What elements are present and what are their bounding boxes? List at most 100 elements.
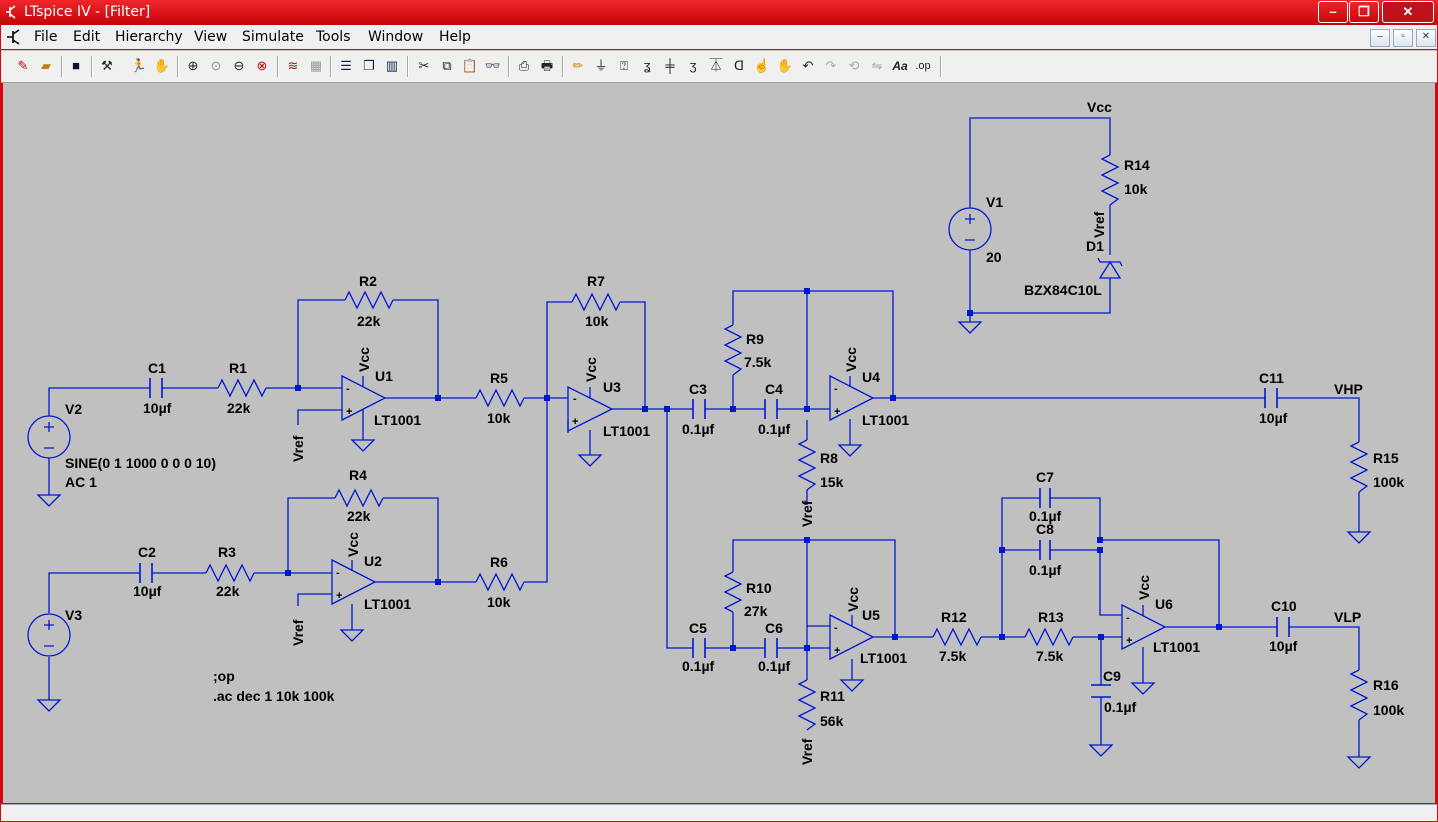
capacitor-c10 <box>1276 617 1290 637</box>
label-vref-u2: Vref <box>290 619 306 646</box>
label-u5: U5 <box>862 607 880 623</box>
resistor-r15 <box>1349 441 1369 493</box>
zoom-fit-icon[interactable]: ⊗ <box>256 58 268 73</box>
hammer-icon[interactable]: ⚒ <box>101 58 113 73</box>
maximize-button[interactable]: ❐ <box>1349 1 1379 23</box>
label-d1-val: BZX84C10L <box>1024 282 1102 298</box>
ltspice-app-icon <box>6 5 16 19</box>
save-icon[interactable]: ■ <box>72 58 80 73</box>
label-c9-val: 0.1µf <box>1104 699 1137 715</box>
zoom-out-icon[interactable]: ⊖ <box>233 58 245 73</box>
ground-u3 <box>577 454 603 467</box>
label-r5-val: 10k <box>487 410 511 426</box>
inductor-icon[interactable]: ʒ <box>689 58 697 73</box>
ground-v2 <box>36 494 62 507</box>
print-setup-icon[interactable]: ⎙ <box>518 58 530 73</box>
menu-tools[interactable]: Tools <box>316 29 351 45</box>
opamp-u3 <box>567 385 614 433</box>
paste-icon[interactable]: 📋 <box>461 58 479 73</box>
plot-settings-icon[interactable]: ▦ <box>309 58 323 73</box>
rotate-icon[interactable]: ⟲ <box>848 58 860 73</box>
label-u4: U4 <box>862 369 880 385</box>
resistor-r9 <box>723 324 743 376</box>
diode-icon[interactable]: ⏄ <box>709 58 723 73</box>
schematic-canvas[interactable]: -+ -+ -+ -+ -+ -+ <box>3 83 1435 803</box>
label-vref-r8: Vref <box>799 500 815 527</box>
close-button[interactable]: ✕ <box>1382 1 1434 23</box>
redo-icon[interactable]: ↷ <box>825 58 837 73</box>
resistor-r4 <box>334 488 384 508</box>
opamp-u1 <box>341 374 387 422</box>
menu-help[interactable]: Help <box>439 29 471 45</box>
title-bar[interactable]: LTspice IV - [Filter] – ❐ ✕ <box>0 0 1438 25</box>
undo-icon[interactable]: ↶ <box>802 58 814 73</box>
find-icon[interactable]: 👓 <box>484 58 502 73</box>
zoom-in-icon[interactable]: ⊕ <box>187 58 199 73</box>
mdi-minimize-button[interactable]: – <box>1370 29 1390 47</box>
mdi-restore-button[interactable]: ▫ <box>1393 29 1413 47</box>
mdi-close-button[interactable]: ✕ <box>1416 29 1436 47</box>
mdi-system-icon[interactable] <box>5 27 25 47</box>
label-r5: R5 <box>490 370 508 386</box>
window-title: LTspice IV - [Filter] <box>24 4 151 20</box>
text-icon[interactable]: Aa <box>892 59 908 73</box>
capacitor-icon[interactable]: ╪ <box>665 58 675 73</box>
menu-file[interactable]: File <box>34 29 58 45</box>
label-r2-val: 22k <box>357 313 381 329</box>
label-u4-model: LT1001 <box>862 412 909 428</box>
menu-edit[interactable]: Edit <box>73 29 101 45</box>
tile-vertical-icon[interactable]: ▥ <box>385 58 399 73</box>
drag-icon[interactable]: ✋ <box>776 58 794 73</box>
label-c10-val: 10µf <box>1269 638 1298 654</box>
label-c7: C7 <box>1036 469 1054 485</box>
opamp-u2 <box>331 558 377 606</box>
minimize-button[interactable]: – <box>1318 1 1348 23</box>
label-c6: C6 <box>765 620 783 636</box>
label-d1: D1 <box>1086 238 1104 254</box>
label-vref-u1: Vref <box>290 435 306 462</box>
source-v2 <box>27 415 71 459</box>
label-icon[interactable]: ⍰ <box>620 58 628 73</box>
voltage-sources <box>27 207 992 657</box>
grounds <box>36 321 1372 769</box>
run-icon[interactable]: 🏃 <box>130 58 148 73</box>
net-label-vlp: VLP <box>1334 609 1361 625</box>
move-icon[interactable]: ☝ <box>753 58 771 73</box>
open-icon[interactable]: ▰ <box>41 58 51 73</box>
halt-icon[interactable]: ✋ <box>153 58 171 73</box>
schematic[interactable]: -+ -+ -+ -+ -+ -+ <box>3 83 1435 803</box>
capacitor-c7 <box>1039 488 1051 508</box>
cut-icon[interactable]: ✂ <box>418 58 430 73</box>
label-v2-val1: SINE(0 1 1000 0 0 0 10) <box>65 455 216 471</box>
label-v2-val2: AC 1 <box>65 474 97 490</box>
ground-icon[interactable]: ⏚ <box>594 58 608 73</box>
spice-directive-icon[interactable]: .op <box>915 60 931 72</box>
menu-view[interactable]: View <box>194 29 228 45</box>
label-c2: C2 <box>138 544 156 560</box>
svg-text:-: - <box>573 393 577 405</box>
wire-icon[interactable]: ✏ <box>572 58 584 73</box>
plot-icon[interactable]: ≋ <box>287 58 299 73</box>
label-r12-val: 7.5k <box>939 648 966 664</box>
label-r13-val: 7.5k <box>1036 648 1063 664</box>
mirror-icon[interactable]: ⇋ <box>871 58 883 73</box>
menu-window[interactable]: Window <box>368 29 424 45</box>
resistor-r3 <box>205 563 255 583</box>
zoom-pan-icon[interactable]: ⊙ <box>210 58 222 73</box>
menu-hierarchy[interactable]: Hierarchy <box>115 29 183 45</box>
label-r2: R2 <box>359 273 377 289</box>
menu-bar: File Edit Hierarchy View Simulate Tools … <box>1 25 1437 49</box>
label-c10: C10 <box>1271 598 1297 614</box>
copy-icon[interactable]: ⧉ <box>442 58 452 73</box>
cascade-icon[interactable]: ❐ <box>363 58 375 73</box>
label-r11-val: 56k <box>820 713 844 729</box>
svg-text:+: + <box>336 590 342 602</box>
menu-simulate[interactable]: Simulate <box>242 29 304 45</box>
resistor-icon[interactable]: ʓ <box>643 58 651 73</box>
component-icon[interactable]: ᗡ <box>734 58 744 73</box>
svg-text:+: + <box>834 406 840 418</box>
capacitor-c9 <box>1091 684 1111 698</box>
print-icon[interactable]: 🖶 <box>540 58 554 73</box>
new-schematic-icon[interactable]: ✎ <box>17 58 29 73</box>
tile-horizontal-icon[interactable]: ☰ <box>340 58 352 73</box>
